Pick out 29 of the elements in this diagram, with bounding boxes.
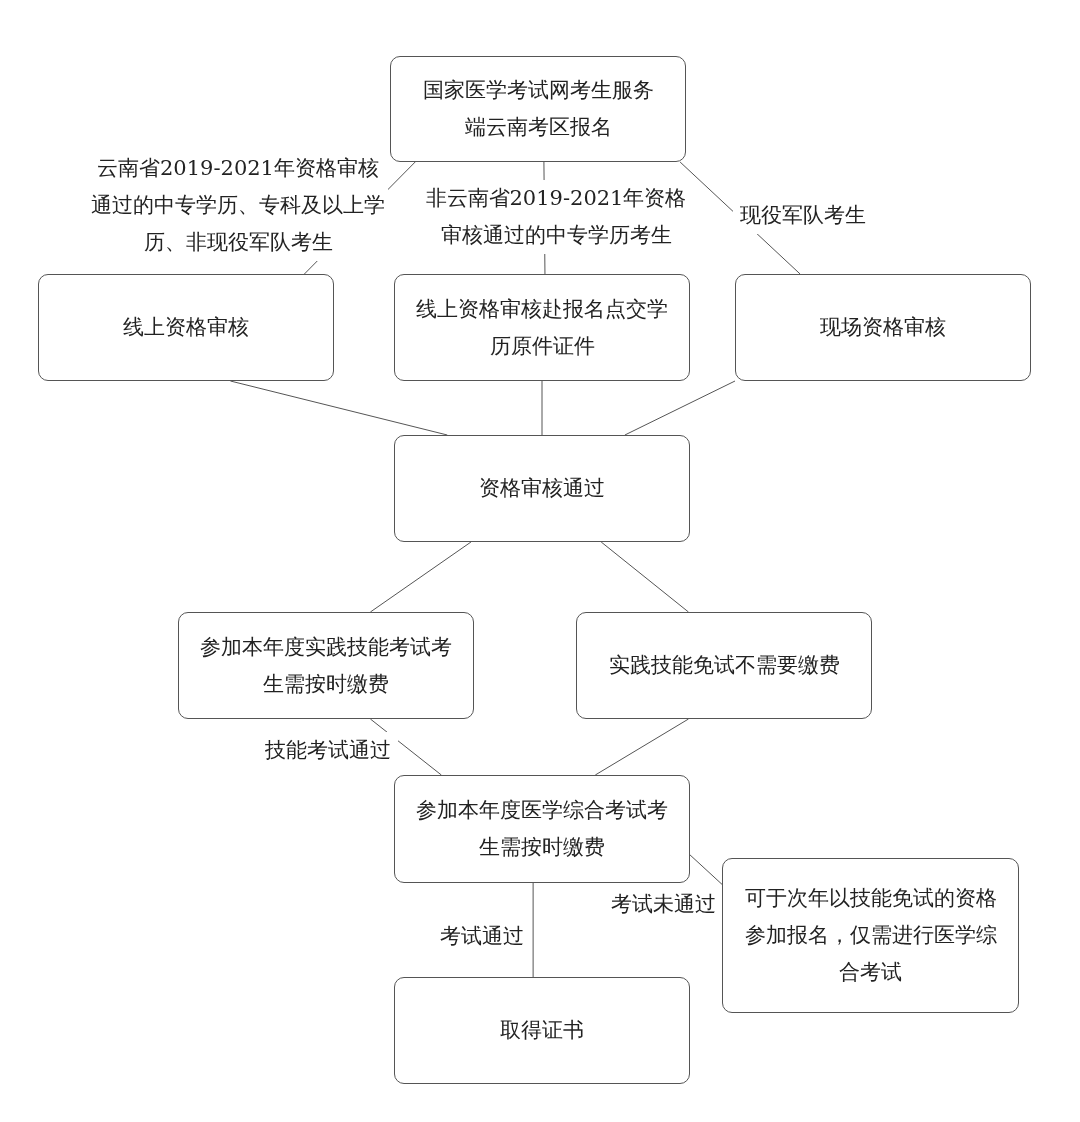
box-text: 取得证书: [500, 1017, 584, 1044]
process-box: [394, 435, 690, 542]
box-text: 线上资格审核: [123, 314, 249, 341]
box-text: 参加本年度医学综合考试考生需按时缴费: [416, 797, 668, 861]
connector-line: [600, 541, 689, 613]
connector-line: [689, 854, 723, 885]
connector-line: [624, 380, 736, 436]
connector-line: [594, 718, 689, 776]
process-box: [735, 274, 1031, 381]
process-box: [394, 775, 690, 883]
connector-line: [541, 380, 543, 436]
box-text: 现场资格审核: [820, 314, 946, 341]
process-box: [576, 612, 872, 719]
box-text: 资格审核通过: [479, 475, 605, 502]
box-text: 参加本年度实践技能考试考生需按时缴费: [200, 633, 452, 698]
box-text: 线上资格审核赴报名点交学历原件证件: [416, 295, 668, 360]
process-box: [38, 274, 334, 381]
process-box: [178, 612, 474, 719]
box-text: 国家医学考试网考生服务端云南考区报名: [421, 77, 655, 141]
connector-line: [532, 882, 534, 978]
box-text: 实践技能免试不需要缴费: [608, 652, 840, 679]
process-box: [394, 977, 690, 1084]
connector-line: [369, 718, 442, 776]
edge-label: 非云南省2019-2021年资格审核通过的中专学历考生: [425, 180, 687, 254]
process-box: [722, 858, 1019, 1013]
connector-line: [369, 541, 472, 613]
box-text: 可于次年以技能免试的资格参加报名，仅需进行医学综合考试: [744, 885, 997, 986]
process-box: [390, 56, 686, 162]
process-box: [394, 274, 690, 381]
